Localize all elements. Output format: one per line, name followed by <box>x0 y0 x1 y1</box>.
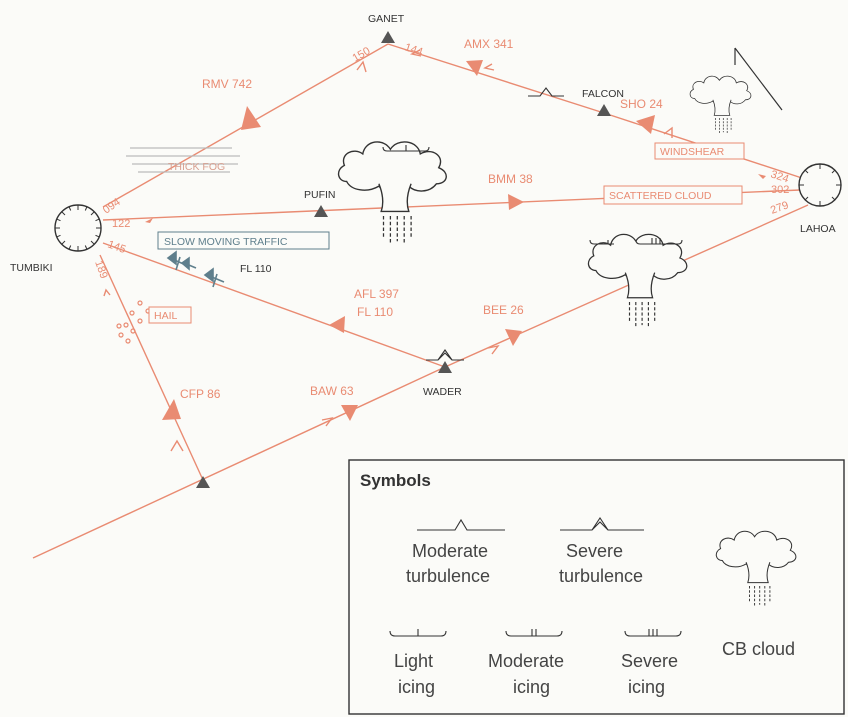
hazard-label-slow-traffic: SLOW MOVING TRAFFIC <box>164 236 288 248</box>
waypoint-label-pufin: PUFIN <box>304 189 336 201</box>
light-icing-icon <box>389 629 447 637</box>
route-ganet-falcon <box>387 43 605 114</box>
waypoint-pufin[interactable] <box>314 205 328 217</box>
hazard-boxes <box>148 142 745 324</box>
heading-145: 145 <box>106 239 127 257</box>
severe-icing-icon <box>635 238 683 245</box>
route-south-wader <box>32 366 446 559</box>
moderate-turbulence-icon <box>417 518 505 531</box>
heading-189: 189 <box>92 259 110 280</box>
arrow-rmv <box>241 106 261 130</box>
heading-279: 279 <box>769 199 790 217</box>
legend-title: Symbols <box>360 471 431 490</box>
tick-arrow-2 <box>758 174 766 179</box>
turbulence-symbols <box>426 87 564 361</box>
waypoint-label-ganet: GANET <box>368 13 405 25</box>
chevrons <box>103 49 673 452</box>
flight-label-cfp: CFP 86 <box>180 387 221 401</box>
cb-cloud-icon <box>689 75 752 134</box>
legend-mod-icing-1: Moderate <box>488 651 564 671</box>
severe-icing-icon <box>624 629 682 637</box>
waypoint-wader[interactable] <box>438 361 452 373</box>
aircraft-icon <box>203 267 225 288</box>
icing-symbols <box>382 145 683 245</box>
hail-box <box>148 306 192 324</box>
cb-cloud-icon <box>587 233 688 328</box>
airport-lahoa[interactable] <box>798 163 842 207</box>
flight-label-sho: SHO 24 <box>620 97 663 111</box>
heading-094: 094 <box>101 196 123 216</box>
route-wader-lahoa <box>444 204 809 368</box>
heading-144: 144 <box>403 41 424 58</box>
hazard-label-thick-fog: THICK FOG <box>168 161 225 173</box>
legend-light-icing-2: icing <box>398 677 435 697</box>
legend: Symbols Moderate turbulence Severe turbu… <box>348 459 845 715</box>
heading-302: 302 <box>771 184 789 196</box>
route-tumbiki-wader <box>102 242 446 368</box>
hail-dots-icon <box>116 300 151 344</box>
flight-label-afl-level: FL 110 <box>357 305 393 319</box>
flight-label-baw: BAW 63 <box>310 384 354 398</box>
flight-label-rmv: RMV 742 <box>202 77 252 91</box>
flight-label-afl: AFL 397 <box>354 287 399 301</box>
arrow-bmm <box>508 194 524 210</box>
legend-mod-icing-2: icing <box>513 677 550 697</box>
arrow-afl <box>329 316 345 333</box>
moderate-icing-icon <box>589 239 614 245</box>
waypoints <box>196 31 611 488</box>
traffic-aircraft <box>166 250 225 288</box>
airport-tumbiki[interactable] <box>54 204 102 252</box>
moderate-icing-icon <box>505 629 563 637</box>
direction-arrows <box>145 60 766 421</box>
legend-mod-turb-2: turbulence <box>406 566 490 586</box>
hazard-label-hail: HAIL <box>154 310 178 322</box>
legend-sev-icing-1: Severe <box>621 651 678 671</box>
route-tumbiki-south <box>99 254 204 481</box>
arrow-bee <box>505 329 522 346</box>
heading-122: 122 <box>112 218 130 230</box>
flight-label-bee: BEE 26 <box>483 303 524 317</box>
arrow-amx <box>466 60 483 76</box>
fog-lines-icon <box>126 147 240 173</box>
hazard-label-windshear: WINDSHEAR <box>660 146 725 158</box>
waypoint-south[interactable] <box>196 476 210 488</box>
legend-cb-cloud: CB cloud <box>722 639 795 659</box>
scattered-cloud-box <box>603 185 743 205</box>
waypoint-label-falcon: FALCON <box>582 88 624 100</box>
heading-150: 150 <box>351 45 373 65</box>
legend-sev-turb-1: Severe <box>566 541 623 561</box>
aircraft-icon <box>180 256 197 271</box>
hazard-label-scattered-cloud: SCATTERED CLOUD <box>609 190 712 202</box>
moderate-turbulence-icon <box>528 87 564 97</box>
waypoint-label-wader: WADER <box>423 386 462 398</box>
traffic-level-label: FL 110 <box>240 263 272 275</box>
windshear-box <box>654 142 745 160</box>
arrow-cfp <box>162 399 181 420</box>
cb-cloud-icon <box>337 141 447 245</box>
flight-label-bmm: BMM 38 <box>488 172 533 186</box>
windshear-line-icon <box>734 47 783 111</box>
legend-sev-icing-2: icing <box>628 677 665 697</box>
waypoint-ganet[interactable] <box>381 31 395 43</box>
legend-mod-turb-1: Moderate <box>412 541 488 561</box>
legend-box <box>348 459 845 715</box>
airport-label-tumbiki: TUMBIKI <box>10 262 53 274</box>
flight-label-amx: AMX 341 <box>464 37 514 51</box>
severe-turbulence-icon <box>426 349 464 361</box>
slow-traffic-box <box>157 231 330 250</box>
arrow-sho <box>636 115 655 134</box>
heading-324: 324 <box>769 168 790 185</box>
legend-sev-turb-2: turbulence <box>559 566 643 586</box>
arrow-baw <box>341 405 358 421</box>
airport-label-lahoa: LAHOA <box>800 223 836 235</box>
light-icing-icon <box>382 145 430 152</box>
waypoint-falcon[interactable] <box>597 104 611 116</box>
severe-turbulence-icon <box>560 517 644 531</box>
legend-light-icing-1: Light <box>394 651 433 671</box>
tick-arrow-1 <box>145 218 153 223</box>
